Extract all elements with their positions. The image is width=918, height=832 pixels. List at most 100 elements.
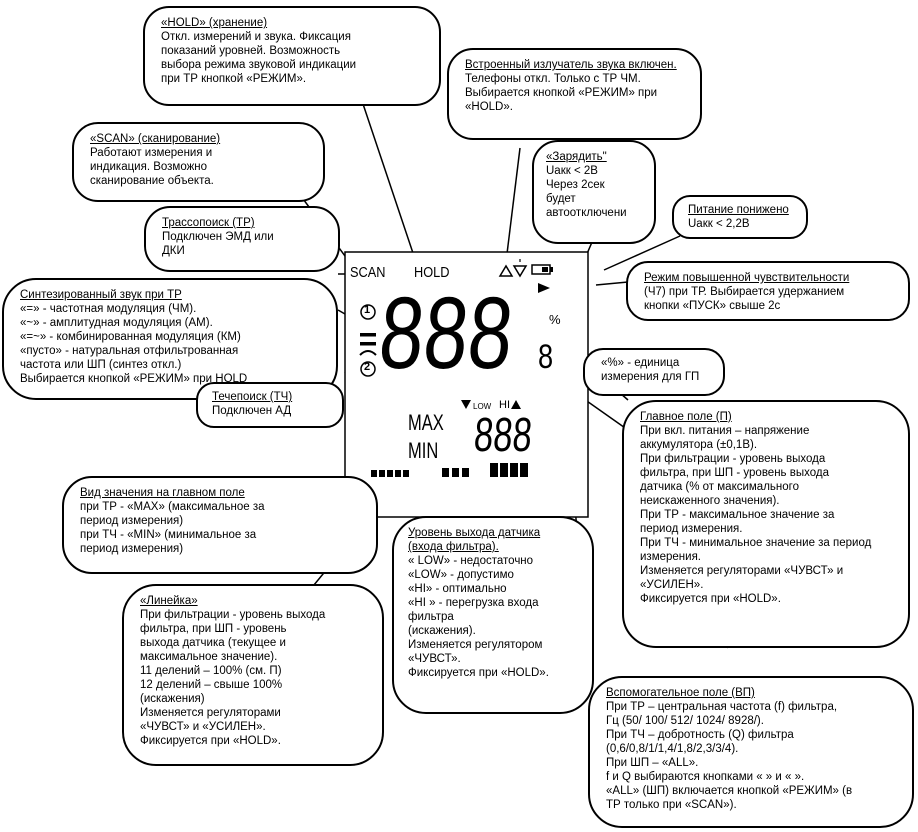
callout-synth-line: «=» - частотная модуляция (ЧМ). bbox=[20, 303, 197, 315]
callout-charge-line: автоотключени bbox=[546, 207, 627, 219]
callout-main-field-line: аккумулятора (±0,1В). bbox=[640, 439, 758, 451]
callout-main-field-line: фильтра, при ШП - уровень выхода bbox=[640, 467, 829, 479]
callout-main-field-line: датчика (% от максимального bbox=[640, 481, 799, 493]
callout-aux-field-line: (0,6/0,8/1/1,4/1,8/2,3/3/4). bbox=[606, 743, 739, 755]
callout-view-title: Вид значения на главном поле bbox=[80, 487, 245, 499]
low-arrow-icon bbox=[461, 400, 471, 409]
callout-sound-title: Встроенный излучатель звука включен. bbox=[465, 59, 677, 71]
callout-view-line: период измерения) bbox=[80, 543, 184, 555]
aux-field-digits: 888 bbox=[472, 409, 534, 462]
callout-hold-line: выбора режима звуковой индикации bbox=[161, 59, 357, 71]
callout-scan-line: сканирование объекта. bbox=[90, 175, 214, 187]
callout-charge-title: «Зарядить" bbox=[546, 151, 607, 163]
modulation-mark-1-circle bbox=[360, 304, 376, 320]
callout-main-field-line: период измерения. bbox=[640, 523, 743, 535]
callout-percent-line: измерения для ГП bbox=[601, 371, 700, 383]
callout-aux-field-line: При ТР – центральная частота (f) фильтра… bbox=[606, 701, 838, 713]
callout-main-field-line: Изменяется регуляторами «ЧУВСТ» и bbox=[640, 565, 844, 577]
callout-leak-line: Подключен АД bbox=[212, 405, 292, 417]
callout-sensor-line: фильтра bbox=[408, 611, 454, 623]
callout-main-field-line: При фильтрации - уровень выхода bbox=[640, 453, 826, 465]
mark-2-label: 2 bbox=[364, 361, 371, 373]
callout-sensitivity-line: (Ч7) при ТР. Выбирается удержанием bbox=[644, 286, 845, 298]
callout-power-title: Питание понижено bbox=[688, 204, 789, 216]
callout-sensitivity-title: Режим повышенной чувствительности bbox=[644, 272, 850, 284]
callout-main-field-line: При ТР - максимальное значение за bbox=[640, 509, 835, 521]
callout-sensor-line: (входа фильтра). bbox=[408, 541, 499, 553]
battery-warning-icon bbox=[498, 264, 514, 277]
callout-sensor-line: « LOW» - недостаточно bbox=[408, 555, 534, 567]
callout-main-field-line: неискаженного значения). bbox=[640, 495, 780, 507]
callout-aux-field-line: «ALL» (ШП) включается кнопкой «РЕЖИМ» (в bbox=[606, 785, 853, 797]
callout-aux-field-line: При ШП – «ALL». bbox=[606, 757, 699, 769]
callout-leak-title: Течепоиск (ТЧ) bbox=[212, 391, 293, 403]
callout-synth-line: Выбирается кнопкой «РЕЖИМ» при HOLD bbox=[20, 373, 248, 385]
callout-sensitivity: Режим повышенной чувствительности (Ч7) п… bbox=[626, 261, 910, 321]
callout-trace-title: Трассопоиск (ТР) bbox=[162, 217, 255, 229]
callout-sensor-line: Фиксируется при «HOLD». bbox=[408, 667, 549, 679]
callout-aux-field-line: Гц (50/ 100/ 512/ 1024/ 8928/). bbox=[606, 715, 764, 727]
low-label: LOW bbox=[473, 402, 492, 411]
callout-scan-title: «SCAN» (сканирование) bbox=[90, 133, 221, 145]
speaker-icon bbox=[512, 259, 528, 278]
callout-ruler: «Линейка» При фильтрации - уровень выход… bbox=[122, 584, 384, 766]
callout-ruler-line: 12 делений – свыше 100% bbox=[140, 679, 283, 691]
callout-trace-line: Подключен ЭМД или bbox=[162, 231, 274, 243]
scan-indicator: SCAN bbox=[350, 264, 386, 281]
callout-trace-line: ДКИ bbox=[162, 245, 185, 257]
callout-main-field-line: «УСИЛЕН». bbox=[640, 579, 704, 591]
callout-ruler-title: «Линейка» bbox=[140, 595, 198, 607]
callout-sensor-line: «ЧУВСТ». bbox=[408, 653, 461, 665]
callout-sound-line: Выбирается кнопкой «РЕЖИМ» при bbox=[465, 87, 658, 99]
callout-leak: Течепоиск (ТЧ) Подключен АД bbox=[196, 382, 344, 428]
callout-hold-line: Откл. измерений и звука. Фиксация bbox=[161, 31, 351, 43]
fm-bar-top bbox=[360, 333, 376, 337]
callout-main-field-line: При вкл. питания – напряжение bbox=[640, 425, 810, 437]
callout-ruler-line: 11 делений – 100% (см. П) bbox=[140, 665, 282, 677]
callout-main-field-title: Главное поле (П) bbox=[640, 411, 732, 423]
callout-sensor: Уровень выхода датчика (входа фильтра). … bbox=[392, 516, 594, 714]
callout-view-line: период измерения) bbox=[80, 515, 184, 527]
mark-1-label: 1 bbox=[364, 304, 371, 316]
callout-view-line: при ТР - «MAX» (максимальное за bbox=[80, 501, 265, 513]
callout-ruler-line: максимальное значение). bbox=[140, 651, 278, 663]
callout-synth-title: Синтезированный звук при ТР bbox=[20, 289, 182, 301]
callout-percent: «%» - единица измерения для ГП bbox=[583, 348, 725, 396]
callout-sensor-line: (искажения). bbox=[408, 625, 476, 637]
main-field-digits: 888 bbox=[375, 276, 518, 390]
callout-ruler-line: «ЧУВСТ» и «УСИЛЕН». bbox=[140, 721, 266, 733]
callout-charge-line: Uакк < 2В bbox=[546, 165, 598, 177]
callout-synth-line: «~» - амплитудная модуляция (АМ). bbox=[20, 317, 213, 329]
level-ruler bbox=[371, 463, 528, 477]
high-sensitivity-indicator bbox=[538, 283, 550, 293]
callout-main-field-line: измерения. bbox=[640, 551, 701, 563]
callout-view: Вид значения на главном поле при ТР - «M… bbox=[62, 476, 378, 574]
callout-ruler-line: Изменяется регуляторами bbox=[140, 707, 281, 719]
callout-hold-line: при ТР кнопкой «РЕЖИМ». bbox=[161, 73, 307, 85]
callout-sound: Встроенный излучатель звука включен. Тел… bbox=[447, 48, 702, 140]
callout-sensor-line: «LOW» - допустимо bbox=[408, 569, 514, 581]
callout-percent-line: «%» - единица bbox=[601, 357, 680, 369]
callout-trace: Трассопоиск (ТР) Подключен ЭМД или ДКИ bbox=[144, 206, 340, 272]
callout-sensor-line: Изменяется регулятором bbox=[408, 639, 543, 651]
callout-charge: «Зарядить" Uакк < 2В Через 2сек будет ав… bbox=[532, 140, 656, 244]
max-indicator: MAX bbox=[408, 410, 444, 435]
callout-aux-field-line: f и Q выбираются кнопками « » и « ». bbox=[606, 771, 805, 783]
callout-sound-line: «HOLD». bbox=[465, 101, 513, 113]
callout-aux-field-title: Вспомогательное поле (ВП) bbox=[606, 687, 755, 699]
callout-power: Питание понижено Uакк < 2,2В bbox=[672, 195, 808, 239]
modulation-mark-2-circle bbox=[360, 361, 376, 377]
callout-ruler-line: фильтра, при ШП - уровень bbox=[140, 623, 287, 635]
callout-ruler-line: При фильтрации - уровень выхода bbox=[140, 609, 326, 621]
callout-hold-line: показаний уровней. Возможность bbox=[161, 45, 341, 57]
am-wave-icon bbox=[359, 350, 377, 356]
battery-low-icon bbox=[531, 264, 553, 275]
callout-sensitivity-line: кнопки «ПУСК» свыше 2с bbox=[644, 300, 781, 312]
callout-scan: «SCAN» (сканирование) Работают измерения… bbox=[72, 122, 325, 202]
percent-unit: % bbox=[549, 312, 561, 327]
callout-aux-field-line: ТР только при «SCAN»). bbox=[606, 799, 737, 811]
callout-charge-line: будет bbox=[546, 193, 576, 205]
callout-aux-field: Вспомогательное поле (ВП) При ТР – центр… bbox=[588, 676, 914, 828]
callout-main-field-line: Фиксируется при «HOLD». bbox=[640, 593, 781, 605]
callout-aux-field-line: При ТЧ – добротность (Q) фильтра bbox=[606, 729, 794, 741]
